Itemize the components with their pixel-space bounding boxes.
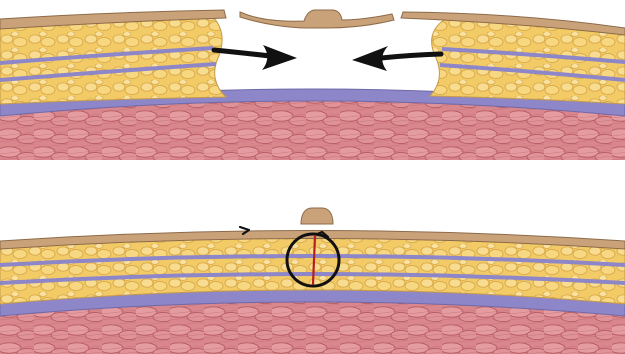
bottom-skin-bump [301, 208, 333, 224]
bottom-tissue-diagram [0, 196, 625, 354]
arrow-left-icon [352, 46, 441, 71]
top-diagram-panel [0, 0, 625, 160]
top-tissue-diagram [0, 0, 625, 160]
bottom-diagram-panel [0, 196, 625, 354]
top-central-skin-segment [240, 10, 394, 28]
top-right-fat-layer [430, 20, 625, 104]
arrow-right-icon [214, 45, 297, 70]
